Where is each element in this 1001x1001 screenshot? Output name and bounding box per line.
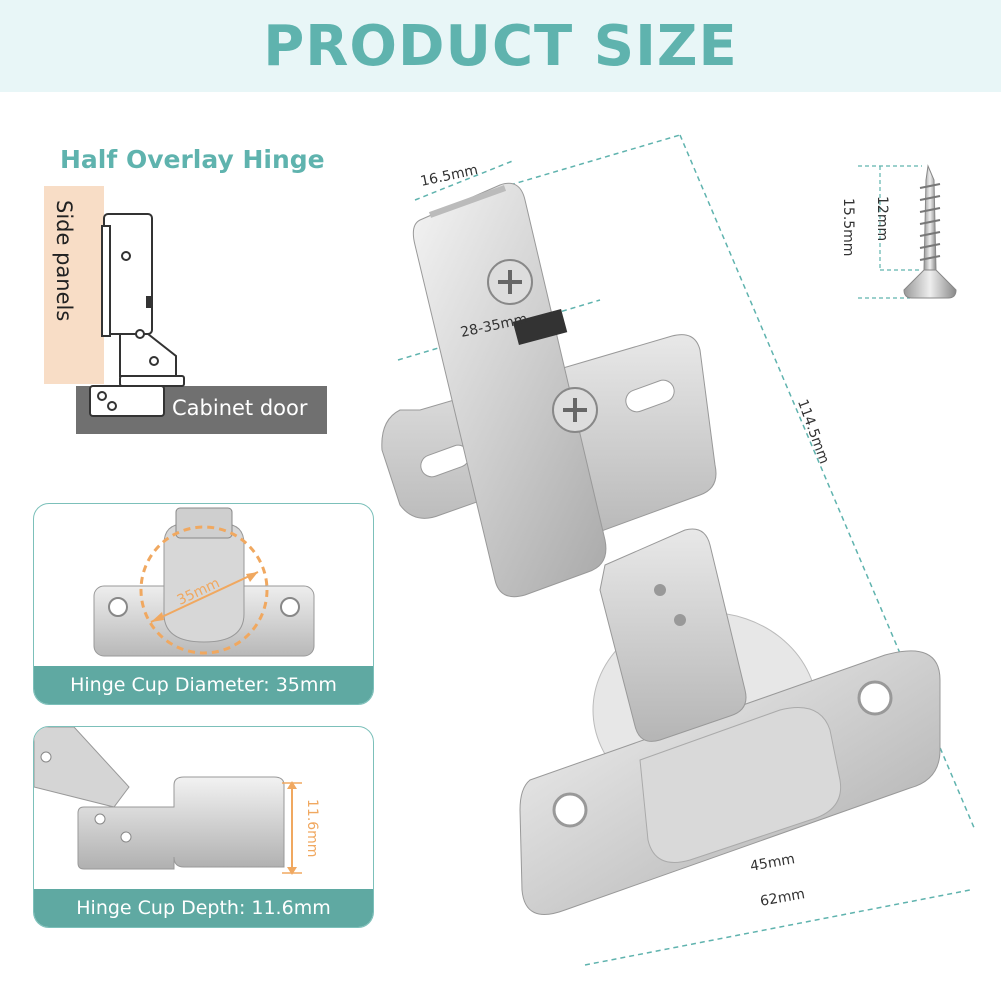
cup-depth-card: 11.6mm Hinge Cup Depth: 11.6mm: [33, 726, 374, 928]
screw-thread-dimension: 12mm: [874, 196, 890, 242]
cabinet-door-label: Cabinet door: [172, 396, 308, 420]
cup-diameter-card: 35mm Hinge Cup Diameter: 35mm: [33, 503, 374, 705]
mini-hinge-outline: [89, 213, 185, 417]
main-hinge-illustration: [381, 134, 976, 966]
cup-depth-illustration: [34, 727, 302, 875]
hinge-type-title: Half Overlay Hinge: [60, 145, 325, 174]
page-title: PRODUCT SIZE: [263, 13, 738, 79]
cup-depth-dimension: 11.6mm: [304, 799, 320, 858]
cup-depth-caption: Hinge Cup Depth: 11.6mm: [34, 889, 373, 927]
cup-diameter-caption: Hinge Cup Diameter: 35mm: [34, 666, 373, 704]
side-panels-label: Side panels: [52, 200, 76, 322]
side-panel-block: [44, 186, 104, 384]
screw-illustration: [858, 164, 957, 299]
screw-length-dimension: 15.5mm: [840, 198, 856, 257]
header-banner: PRODUCT SIZE: [0, 0, 1001, 92]
cup-diameter-illustration: [93, 507, 315, 657]
